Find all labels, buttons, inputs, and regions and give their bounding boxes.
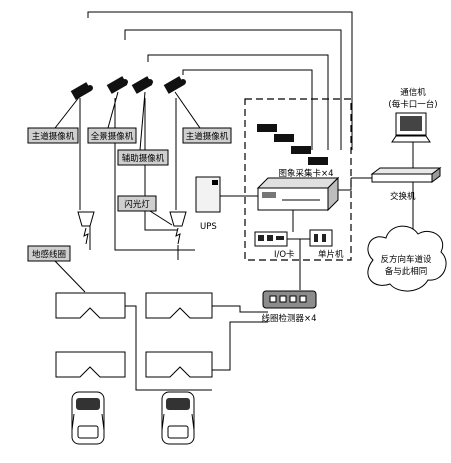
car-right-icon (161, 391, 195, 445)
camera-main-left-icon (70, 82, 93, 100)
comm-pc-label: 通信机 (400, 87, 426, 98)
panorama-camera-label: 全景摄像机 (87, 127, 137, 144)
camera-wiring (79, 11, 353, 260)
camera-panorama-icon (106, 76, 128, 94)
camera-main-right-icon (163, 76, 186, 94)
comm-pc-icon (391, 112, 431, 143)
flash-label: 闪光灯 (117, 195, 173, 226)
switch-label: 交换机 (390, 191, 416, 202)
flash-lamp-right-icon (169, 211, 187, 245)
loop-detector-icon (262, 290, 317, 309)
flash-lamp-left-icon (77, 211, 95, 245)
io-card-label: I/O卡 (274, 249, 295, 260)
svg-text:辅助摄像机: 辅助摄像机 (122, 153, 165, 164)
single-chip-icon (309, 229, 333, 247)
cabinet-enclosure (244, 98, 352, 261)
camera-label-leaders (54, 91, 201, 151)
io-card-icon (254, 231, 288, 247)
camera-aux-icon (131, 76, 153, 94)
loop-detector-label: 线圈检测器×4 (261, 313, 316, 324)
network-label-line2: 备与此相同 (385, 266, 428, 277)
loop-coil-label: 地感线圈 (27, 245, 86, 293)
industrial-pc-icon (256, 176, 340, 212)
comm-pc-note: (每卡口一台) (388, 99, 437, 110)
capture-card-slots (257, 124, 328, 165)
svg-text:闪光灯: 闪光灯 (124, 199, 150, 210)
ups-icon (195, 176, 221, 213)
capture-card-label: 图象采集卡×4 (278, 168, 333, 179)
network-cloud (367, 225, 447, 292)
main-camera-right-label: 主道摄像机 (182, 127, 232, 144)
svg-text:地感线圈: 地感线圈 (32, 249, 66, 260)
aux-camera-label: 辅助摄像机 (117, 149, 169, 166)
switch-icon (370, 167, 442, 183)
svg-text:主道摄像机: 主道摄像机 (32, 131, 75, 142)
ups-label: UPS (200, 222, 217, 232)
svg-text:全景摄像机: 全景摄像机 (91, 131, 134, 142)
single-chip-label: 单片机 (318, 249, 344, 260)
network-label-line1: 反方向车道设 (380, 254, 432, 265)
loop-coils (55, 292, 268, 391)
svg-text:主道摄像机: 主道摄像机 (186, 131, 229, 142)
car-left-icon (71, 391, 105, 445)
main-camera-left-label: 主道摄像机 (27, 127, 79, 144)
